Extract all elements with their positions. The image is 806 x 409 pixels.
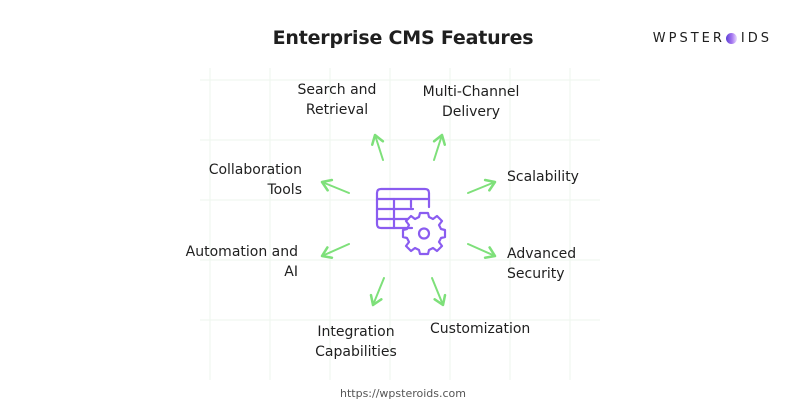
feature-advanced-security: Advanced Security [507,246,577,282]
table-gear-icon [375,187,447,256]
source-url: https://wpsteroids.com [340,387,466,400]
arrow-automation [320,243,350,259]
arrow-customization [431,277,447,307]
feature-automation-ai: Automation and AI [185,244,298,280]
brand-text-left: WPSTER [652,31,725,46]
feature-search-retrieval: Search and Retrieval [297,82,377,118]
feature-collaboration-tools: Collaboration Tools [208,162,302,198]
page-title: Enterprise CMS Features [272,27,534,49]
feature-multi-channel-delivery: Multi-Channel Delivery [422,84,520,120]
feature-scalability: Scalability [507,169,579,185]
arrow-scalability [467,178,497,194]
arrow-security [467,243,497,259]
arrow-search [370,133,385,161]
brand-text-right: IDS [740,31,772,46]
brand-o-icon [725,33,737,44]
brand-logo: WPSTER IDS [653,31,772,46]
arrow-integration [369,277,385,307]
feature-customization: Customization [430,321,531,337]
feature-integration-capabilities: Integration Capabilities [315,324,397,360]
arrow-collaboration [320,178,350,194]
arrow-multichannel [432,133,447,161]
